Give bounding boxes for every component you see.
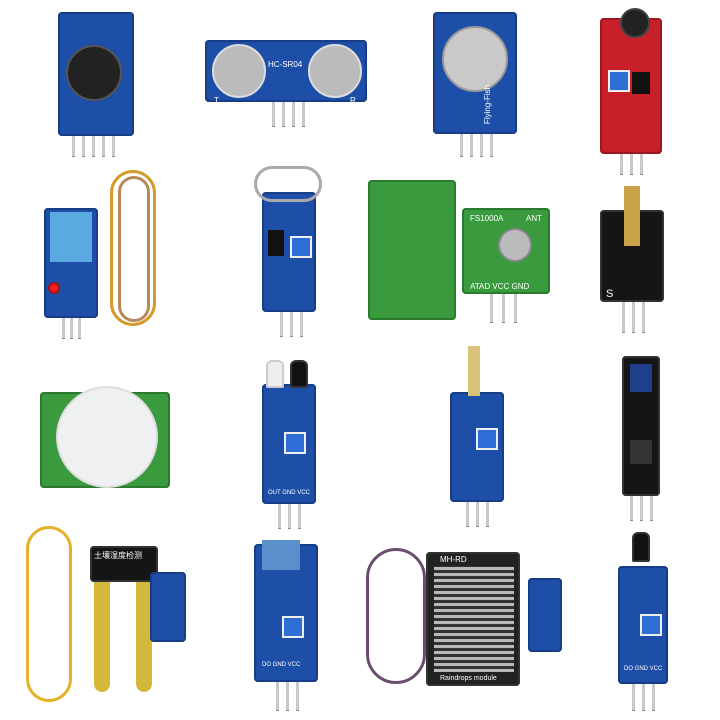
soil-label: 土壤湿度检测 <box>94 551 142 560</box>
ir-pin-labels: OUT GND VCC <box>268 490 310 496</box>
s-label: S <box>606 288 614 300</box>
vibration-element <box>262 540 300 570</box>
flame-pin-labels: DO GND VCC <box>624 666 663 672</box>
fs1000a-label: FS1000A <box>470 214 504 223</box>
laser-head <box>624 186 640 246</box>
r-mark: R <box>350 96 356 105</box>
probe-right <box>136 582 152 692</box>
t-mark: T <box>214 96 219 105</box>
rain-grid <box>434 566 514 672</box>
hc-sr04-label: HC-SR04 <box>268 60 303 69</box>
dht11-grille <box>50 212 92 262</box>
ant-label: ANT <box>526 214 542 223</box>
rf-pin-labels: ATAD VCC GND <box>470 282 530 291</box>
vib-pin-labels: DO GND VCC <box>262 662 301 668</box>
mh-rd-label: MH-RD <box>440 555 467 564</box>
probe-left <box>94 582 110 692</box>
flying-fish-label: Flying-Fish <box>483 84 493 125</box>
ldr-head <box>468 346 480 396</box>
raindrops-module-label: Raindrops module <box>440 675 497 682</box>
